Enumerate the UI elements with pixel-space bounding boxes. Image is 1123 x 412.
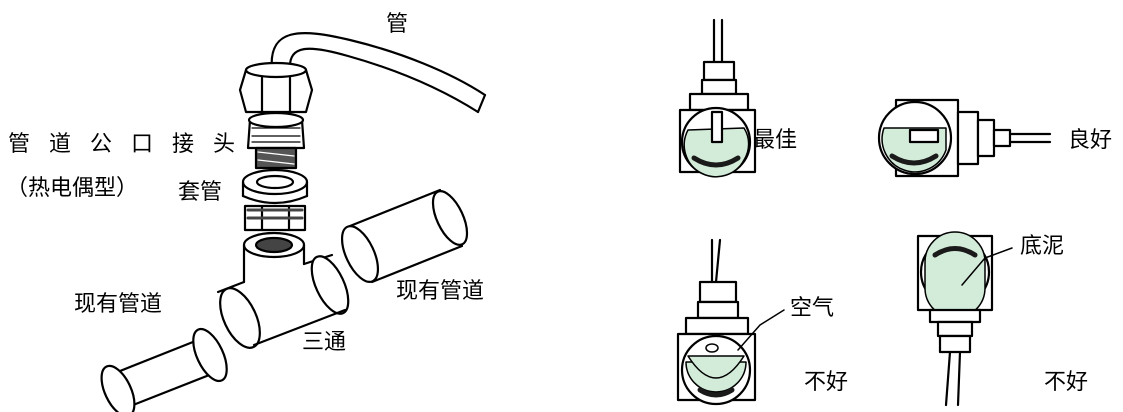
ferrule xyxy=(241,168,309,205)
air-leader xyxy=(737,309,785,351)
tube xyxy=(270,32,487,97)
thermocouple-label: （热电偶型） xyxy=(6,176,139,201)
air-label: 空气 xyxy=(790,296,835,321)
good-label: 良好 xyxy=(1068,128,1113,153)
hex-nut xyxy=(238,61,314,114)
bad-right-label: 不好 xyxy=(1044,370,1089,395)
tee-label: 三通 xyxy=(302,330,347,355)
threaded-body xyxy=(246,111,306,170)
pipe-left-label: 现有管道 xyxy=(74,292,163,317)
sensor-air xyxy=(676,238,785,406)
pipe-left xyxy=(100,327,228,412)
sensor-sediment xyxy=(916,231,1013,407)
tube-label: 管 xyxy=(386,12,409,37)
tee-fitting xyxy=(216,231,350,349)
tube-outline xyxy=(288,47,480,114)
sensor-good xyxy=(877,98,1052,178)
fitting-label: 管 道 公 口 接 头 xyxy=(8,132,241,157)
sensor-best xyxy=(678,18,757,178)
pipe-right-label: 现有管道 xyxy=(396,279,485,304)
lower-nut xyxy=(243,204,307,232)
sediment-label: 底泥 xyxy=(1020,234,1065,259)
sediment-leader xyxy=(961,247,1013,286)
bad-left-label: 不好 xyxy=(804,370,849,395)
best-label: 最佳 xyxy=(753,128,798,153)
pipe-right xyxy=(340,188,469,284)
sleeve-label: 套管 xyxy=(178,180,223,205)
